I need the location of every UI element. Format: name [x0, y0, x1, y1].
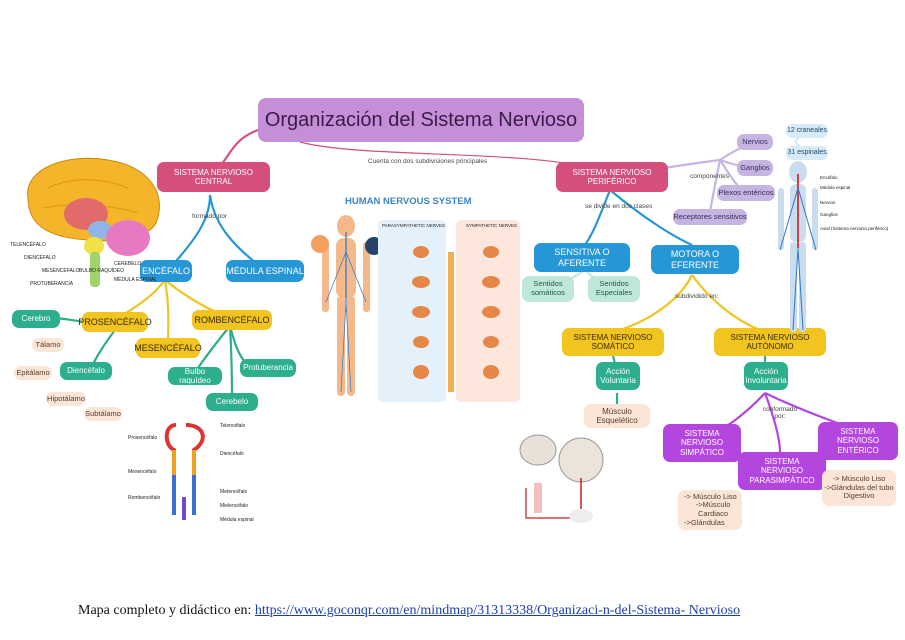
brain-label-cerebelo: CEREBELO — [114, 261, 141, 267]
body-nerves-illustration: Encéfalo Médula espinal Nervios Ganglios… — [778, 161, 889, 332]
espinales-node: 31 espinales — [786, 146, 828, 160]
epitalamo-node: Epitálamo — [14, 366, 52, 380]
protuberancia-node: Protuberancia — [240, 359, 296, 377]
reflex-arc-illustration — [519, 434, 604, 523]
plexos-node: Plexos entéricos — [717, 185, 775, 201]
parasimpatico-node: SISTEMA NERVIOSO PARASIMPÁTICO — [738, 452, 826, 490]
simpatico-targets: -> Músculo Liso ->Músculo Cardiaco ->Glá… — [678, 490, 742, 530]
brain-label-telencefalo: TELENCÉFALO — [10, 241, 46, 248]
enterico-node: SISTEMA NERVIOSO ENTÉRICO — [818, 422, 898, 460]
enterico-targets: -> Músculo Liso ->Glándulas del tubo Dig… — [822, 470, 896, 506]
receptores-node: Receptores sensitivos — [673, 209, 747, 225]
rombencefalo-node: ROMBENCÉFALO — [192, 310, 272, 330]
tube-label-diencefalo: Diencéfalo — [220, 451, 244, 457]
main-connector-label: Cuenta con dos subdivisiones principales — [368, 158, 488, 165]
autonomo-connector-label: conformado por: — [762, 406, 798, 420]
body-label-nervios: Nervios — [820, 200, 836, 205]
page-title: Organización del Sistema Nervioso — [258, 98, 584, 142]
tube-label-telencefalo: Telencéfalo — [220, 423, 246, 429]
tube-label-metencefalo: Metencéfalo — [220, 489, 247, 495]
snc-node: SISTEMA NERVIOSO CENTRAL — [157, 162, 270, 192]
sensitiva-node: SENSITIVA O AFERENTE — [534, 243, 630, 272]
neural-tube-diagram: Prosencéfalo Mesencéfalo Rombencéfalo Te… — [128, 423, 254, 523]
simpatico-node: SISTEMA NERVIOSO SIMPÁTICO — [663, 424, 741, 462]
body-label-ganglios: Ganglios — [820, 212, 839, 217]
body-label-encefalo: Encéfalo — [820, 175, 838, 180]
tube-label-mesencefalo: Mesencéfalo — [128, 469, 157, 475]
simp-target-3: ->Glándulas — [684, 517, 725, 527]
musculo-esqueletico-node: Músculo Esquelético — [584, 404, 650, 428]
hns-para-label: PARASYMPATHETIC NERVES — [382, 223, 445, 228]
snp-connector-label-1: componentes — [690, 173, 730, 180]
enterico-target-1: -> Músculo Liso — [832, 474, 886, 484]
voluntaria-node: Acción Voluntaria — [596, 362, 640, 390]
body-label-axial: Axial (Sistema nervioso periférico) — [820, 226, 889, 231]
footer-link[interactable]: https://www.goconqr.com/en/mindmap/31313… — [254, 603, 741, 618]
footer-prefix: Mapa completo y didáctico en: — [78, 603, 255, 618]
prosencefalo-node: PROSENCÉFALO — [78, 312, 152, 332]
encefalo-node: ENCÉFALO — [140, 260, 192, 282]
brain-label-diencefalo: DIENCÉFALO — [24, 254, 56, 261]
cerebro-node: Cerebro — [12, 310, 60, 328]
somatico-node: SISTEMA NERVIOSO SOMÁTICO — [562, 328, 664, 356]
enterico-target-3: Digestivo — [843, 491, 875, 501]
body-label-medula: Médula espinal — [820, 185, 850, 190]
simp-target-2: ->Músculo Cardiaco — [695, 500, 731, 518]
brain-label-mesencefalo: MESENCÉFALO — [42, 267, 80, 274]
mesencefalo-node: MESENCÉFALO — [134, 338, 202, 358]
craneales-node: 12 craneales — [786, 124, 828, 138]
human-nervous-system-illustration: PARASYMPATHETIC NERVES SYMPATHETIC NERVE… — [311, 215, 520, 402]
motora-node: MOTORA O EFERENTE — [651, 245, 739, 274]
bulbo-node: Bulbo raquídeo — [168, 367, 222, 385]
tube-label-medula: Médula espinal — [220, 517, 254, 523]
enterico-target-2: ->Glándulas del tubo — [824, 482, 894, 492]
brain-label-bulbo: BULBO RAQUÍDEO — [79, 267, 124, 274]
brain-label-protuberancia: PROTUBERANCIA — [30, 281, 74, 287]
snc-connector-label: formado por — [192, 213, 228, 220]
nervios-node: Nervios — [737, 134, 773, 150]
involuntaria-node: Acción Involuntaria — [744, 362, 788, 390]
subtalamo-node: Subtálamo — [84, 407, 122, 421]
especiales-node: Sentidos Especiales — [588, 276, 640, 302]
brain-illustration: TELENCÉFALO DIENCÉFALO MESENCÉFALO BULBO… — [10, 157, 160, 287]
tube-label-prosencefalo: Prosencéfalo — [128, 435, 157, 441]
tube-label-rombencefalo: Rombencéfalo — [128, 495, 160, 501]
tube-label-mielencefalo: Mielencéfalo — [220, 503, 248, 509]
autonomo-node: SISTEMA NERVIOSO AUTÓNOMO — [714, 328, 826, 356]
hipotalamo-node: Hipotálamo — [46, 392, 86, 406]
talamo-node: Tálamo — [32, 338, 64, 352]
hns-sym-label: SYMPATHETIC NERVES — [466, 223, 517, 228]
somaticos-node: Sentidos somáticos — [522, 276, 574, 302]
snp-connector-label-2: se divide en dos clases — [585, 203, 653, 210]
simp-target-1: -> Músculo Liso — [684, 491, 737, 501]
footer: Mapa completo y didáctico en: https://ww… — [78, 603, 740, 619]
motora-connector-label: subdividido en: — [675, 293, 719, 300]
cerebelo-node: Cerebelo — [206, 393, 258, 411]
diencefalo-node: Diencéfalo — [60, 362, 112, 380]
ganglios-node: Ganglios — [737, 160, 773, 176]
brain-label-medula: MÉDULA ESPINAL — [114, 276, 157, 283]
snp-node: SISTEMA NERVIOSO PERIFÉRICO — [556, 162, 668, 192]
medula-node: MÉDULA ESPINAL — [226, 260, 304, 282]
hns-title: HUMAN NERVOUS SYSTEM — [345, 196, 472, 207]
